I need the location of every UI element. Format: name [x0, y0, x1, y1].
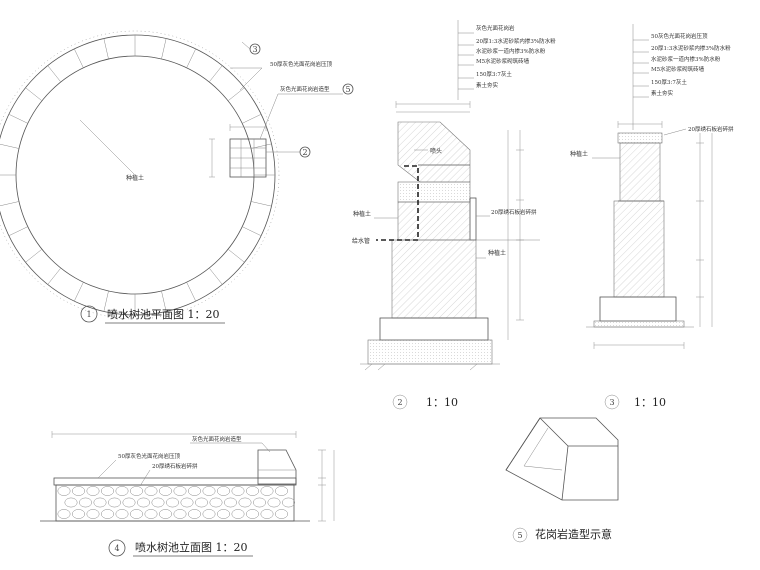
- plan-callout-5: 5: [345, 85, 350, 94]
- elev-number: 4: [114, 544, 119, 553]
- s3-label-gravel: 20厚绣石板岩碎拼: [688, 125, 734, 133]
- s3-lime-soil: [599, 296, 677, 322]
- granite-detail: 5 花岗岩造型示意: [505, 417, 619, 543]
- detail-title: 花岗岩造型示意: [535, 527, 612, 541]
- s2-label-pipe: 给水管: [352, 237, 370, 245]
- plan-title-number: 1: [86, 310, 91, 319]
- s2-label-nozzle: 喷头: [430, 147, 442, 155]
- s3-note-3: M5水泥砂浆砌筑砖墙: [651, 65, 705, 73]
- s2-label-soil-right: 种植土: [488, 249, 506, 257]
- s2-note-0: 灰色光面花岗岩: [476, 24, 515, 32]
- elev-stone-pattern: [57, 486, 295, 519]
- s3-note-5: 素土夯实: [651, 89, 674, 97]
- elev-title: 喷水树池立面图 1：20: [135, 540, 248, 554]
- plan-granite-feature: [209, 124, 267, 178]
- s2-water-pipe: [376, 165, 419, 241]
- section-2: 灰色光面花岗岩 20厚1:3水泥砂浆内掺3%防水粉 水泥砂浆一道内掺3%防水粉 …: [352, 20, 556, 410]
- s2-scale: 1：10: [426, 396, 458, 409]
- s2-label-gravel: 20厚绣石板岩碎拼: [491, 208, 537, 216]
- s3-base: [593, 320, 685, 328]
- plan-radius-line: [83, 123, 136, 176]
- plan-callout-2: 2: [302, 148, 307, 157]
- s2-note-5: 素土夯实: [476, 81, 499, 89]
- plan-title-number-circle: [80, 305, 98, 323]
- s2-base: [367, 339, 493, 365]
- s2-note-3: M5水泥砂浆砌筑砖墙: [476, 57, 530, 65]
- s3-note-0: 50灰色光面花岗岩压顶: [651, 32, 708, 40]
- elev-number-circle: [108, 539, 126, 557]
- plan-callout-5-circle: [342, 83, 354, 95]
- s3-note-4: 150厚3:7灰土: [651, 78, 687, 86]
- s3-note-1: 20厚1:3水泥砂浆内掺3%防水粉: [651, 44, 731, 52]
- s2-note-1: 20厚1:3水泥砂浆内掺3%防水粉: [476, 37, 556, 45]
- s3-scale: 1：10: [634, 396, 666, 409]
- plan-view: 种植土 3 50厚灰色光面花岗岩压顶 5 灰色光面花岗岩造型 2: [0, 30, 354, 324]
- s3-note-2: 水泥砂浆一道内掺3%防水粉: [651, 55, 721, 63]
- s2-label-soil-left: 种植土: [353, 210, 371, 218]
- s3-wall: [613, 200, 665, 298]
- elevation-view: 灰色光面花岗岩造型 50厚灰色光面花岗岩压顶 20厚绣石板岩碎拼 4 喷水树池立…: [40, 431, 335, 557]
- section2-notes: 灰色光面花岗岩 20厚1:3水泥砂浆内掺3%防水粉 水泥砂浆一道内掺3%防水粉 …: [476, 24, 556, 89]
- s2-number-circle: [392, 394, 408, 410]
- section-3: 50灰色光面花岗岩压顶 20厚1:3水泥砂浆内掺3%防水粉 水泥砂浆一道内掺3%…: [570, 24, 734, 410]
- elev-note-gravel: 20厚绣石板岩碎拼: [152, 462, 198, 470]
- plan-note-granite: 灰色光面花岗岩造型: [280, 85, 330, 93]
- plan-note-coping: 50厚灰色光面花岗岩压顶: [270, 60, 332, 68]
- plan-title: 喷水树池平面图 1：20: [107, 307, 220, 321]
- s3-label-soil: 种植土: [570, 150, 588, 158]
- s3-number: 3: [609, 398, 614, 407]
- s2-wall-upper: [397, 201, 471, 241]
- s3-wall-upper: [619, 142, 661, 202]
- s2-wall: [391, 239, 477, 319]
- detail-number-circle: [512, 527, 528, 543]
- s2-lime-soil: [379, 317, 489, 341]
- plan-coping-ring: [0, 30, 280, 320]
- s2-coping: [397, 181, 471, 203]
- elev-granite-block: [257, 449, 297, 485]
- plan-callout-3: 3: [252, 45, 257, 54]
- plan-center-label: 种植土: [126, 174, 144, 182]
- s3-coping: [617, 132, 663, 144]
- elev-note-granite: 灰色光面花岗岩造型: [192, 435, 242, 443]
- detail-number: 5: [517, 531, 522, 540]
- elev-note-coping: 50厚灰色光面花岗岩压顶: [118, 452, 180, 460]
- s2-number: 2: [397, 398, 402, 407]
- section3-notes: 50灰色光面花岗岩压顶 20厚1:3水泥砂浆内掺3%防水粉 水泥砂浆一道内掺3%…: [651, 32, 731, 97]
- s3-number-circle: [604, 394, 620, 410]
- detail-outline: [505, 417, 619, 501]
- s2-note-2: 水泥砂浆一道内掺3%防水粉: [476, 47, 546, 55]
- s2-note-4: 150厚3:7灰土: [476, 70, 512, 78]
